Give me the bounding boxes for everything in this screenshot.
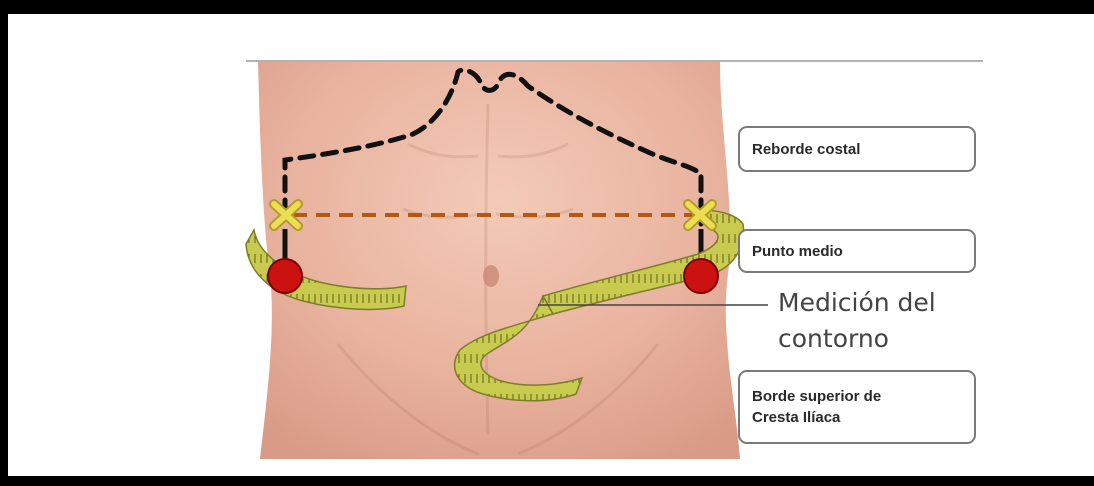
label-reborde-costal: Reborde costal <box>738 126 976 172</box>
callout-medicion-contorno: Medición del contorno <box>778 285 936 357</box>
label-cresta-line2: Cresta Ilíaca <box>752 407 881 428</box>
label-reborde-costal-text: Reborde costal <box>752 141 860 158</box>
torso <box>258 62 740 459</box>
label-punto-medio: Punto medio <box>738 229 976 273</box>
diagram-frame: Reborde costal Punto medio Borde superio… <box>8 14 1094 476</box>
left-iliac-marker <box>268 259 302 293</box>
right-iliac-marker <box>684 259 718 293</box>
navel <box>483 265 499 287</box>
label-punto-medio-text: Punto medio <box>752 243 843 260</box>
label-cresta-line1: Borde superior de <box>752 386 881 407</box>
callout-line1: Medición del <box>778 285 936 321</box>
label-cresta-iliaca: Borde superior de Cresta Ilíaca <box>738 370 976 444</box>
callout-line2: contorno <box>778 321 936 357</box>
